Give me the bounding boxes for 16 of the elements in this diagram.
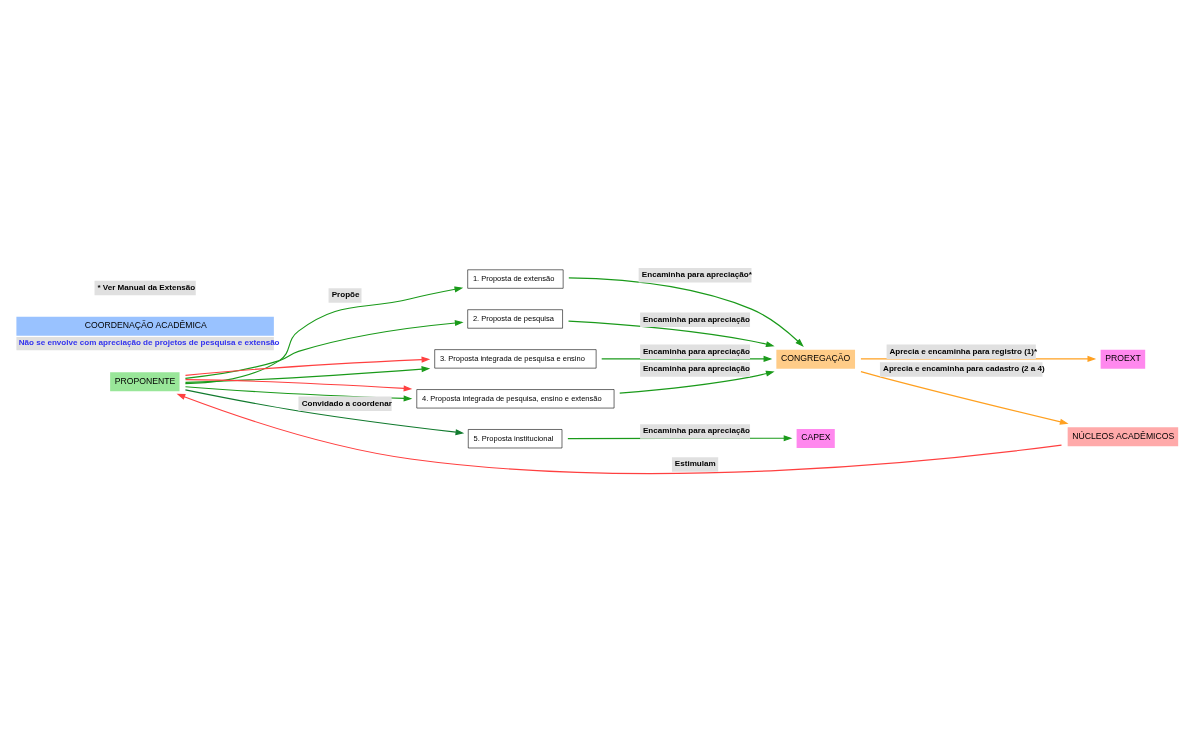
arrow [184, 389, 465, 436]
node-box: PROPONENTE [110, 372, 180, 392]
node-box: PROEXT [1100, 349, 1146, 369]
arrow [184, 356, 431, 376]
arrow [601, 355, 773, 362]
arrow [184, 366, 431, 383]
node-box: CAPEX [796, 428, 835, 448]
arrow [567, 320, 775, 348]
node-box: NÚCLEOS ACADÊMICOS [1067, 427, 1179, 447]
arrow [184, 379, 413, 392]
arrow [568, 277, 804, 347]
arrow [860, 355, 1097, 362]
node-box: CONGREGAÇÃO [776, 349, 856, 369]
arrow [184, 320, 464, 379]
arrow [619, 370, 775, 394]
arrow [860, 371, 1069, 425]
